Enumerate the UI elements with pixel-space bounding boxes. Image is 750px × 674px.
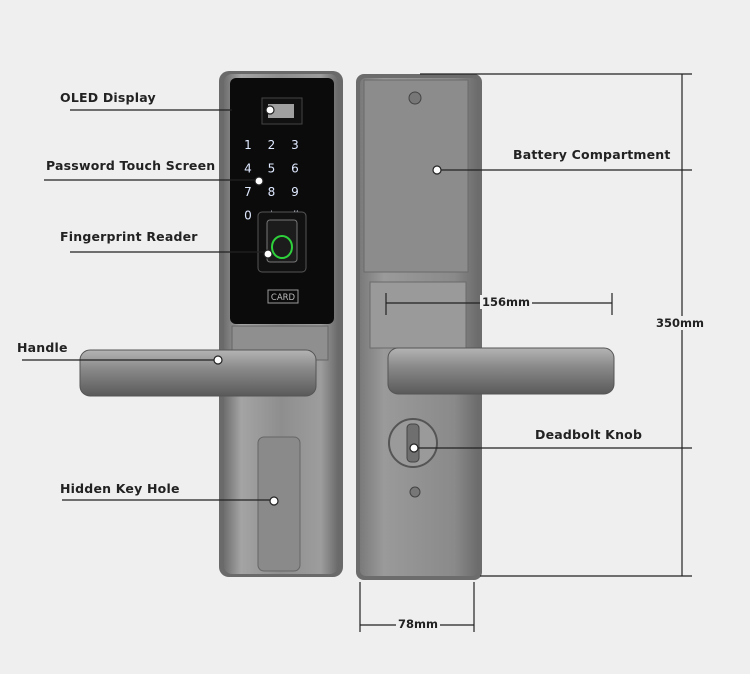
- key-cover: [257, 436, 301, 572]
- keypad-key-7: 7: [244, 185, 252, 199]
- label-fingerprint-reader: Fingerprint Reader: [60, 229, 198, 244]
- dim-height: 350mm: [654, 316, 706, 330]
- oled-marker-icon: [265, 105, 275, 115]
- keypad-key-9: 9: [291, 185, 299, 199]
- back-lock: [356, 74, 615, 580]
- fingerprint-glow: [271, 235, 293, 259]
- keypad-key-5: 5: [268, 162, 276, 176]
- label-battery-compartment: Battery Compartment: [513, 147, 671, 162]
- keypad-key-0: 0: [244, 209, 252, 223]
- keypad-key-3: 3: [291, 138, 299, 152]
- keyhole-marker-icon: [269, 496, 279, 506]
- touch-marker-icon: [254, 176, 264, 186]
- keypad-key-1: 1: [244, 138, 252, 152]
- keypad-key-8: 8: [268, 185, 276, 199]
- fingerprint-sensor: [266, 219, 298, 263]
- oled-pixels: [268, 104, 294, 118]
- battery-cover: [363, 79, 469, 273]
- back-handle-base: [369, 281, 467, 349]
- card-box: [267, 289, 299, 304]
- keypad-key-6: 6: [291, 162, 299, 176]
- handle-marker-icon: [213, 355, 223, 365]
- battery-marker-icon: [432, 165, 442, 175]
- dim-width: 78mm: [396, 617, 440, 631]
- keypad-key-2: 2: [268, 138, 276, 152]
- label-hidden-key-hole: Hidden Key Hole: [60, 481, 180, 496]
- fingerprint-marker-icon: [263, 249, 273, 259]
- keypad-key-4: 4: [244, 162, 252, 176]
- screw-icon: [409, 486, 421, 498]
- front-handle: [79, 349, 317, 397]
- back-handle: [387, 347, 615, 395]
- screw-icon: [408, 91, 422, 105]
- label-handle: Handle: [17, 340, 68, 355]
- callout-lines: [22, 109, 692, 501]
- label-deadbolt-knob: Deadbolt Knob: [535, 427, 643, 442]
- dim-handle-length: 156mm: [480, 295, 532, 309]
- knob-grip: [406, 423, 420, 463]
- card-text: CARD: [271, 293, 296, 303]
- knob-marker-icon: [409, 443, 419, 453]
- label-oled-display: OLED Display: [60, 90, 156, 105]
- touch-panel: [230, 78, 334, 324]
- callout-dots: [213, 105, 442, 506]
- label-password-touch-screen: Password Touch Screen: [46, 158, 216, 173]
